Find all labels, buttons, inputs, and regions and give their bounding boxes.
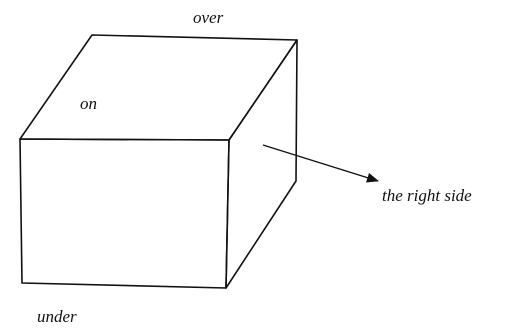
label-right-side: the right side <box>382 186 472 205</box>
cube-top-face <box>19 34 298 141</box>
cube-right-face <box>225 39 298 289</box>
label-on: on <box>80 94 97 113</box>
label-under: under <box>37 307 77 326</box>
pointer-arrow <box>262 144 379 183</box>
label-over: over <box>193 8 224 27</box>
cube-front-face <box>19 138 230 289</box>
